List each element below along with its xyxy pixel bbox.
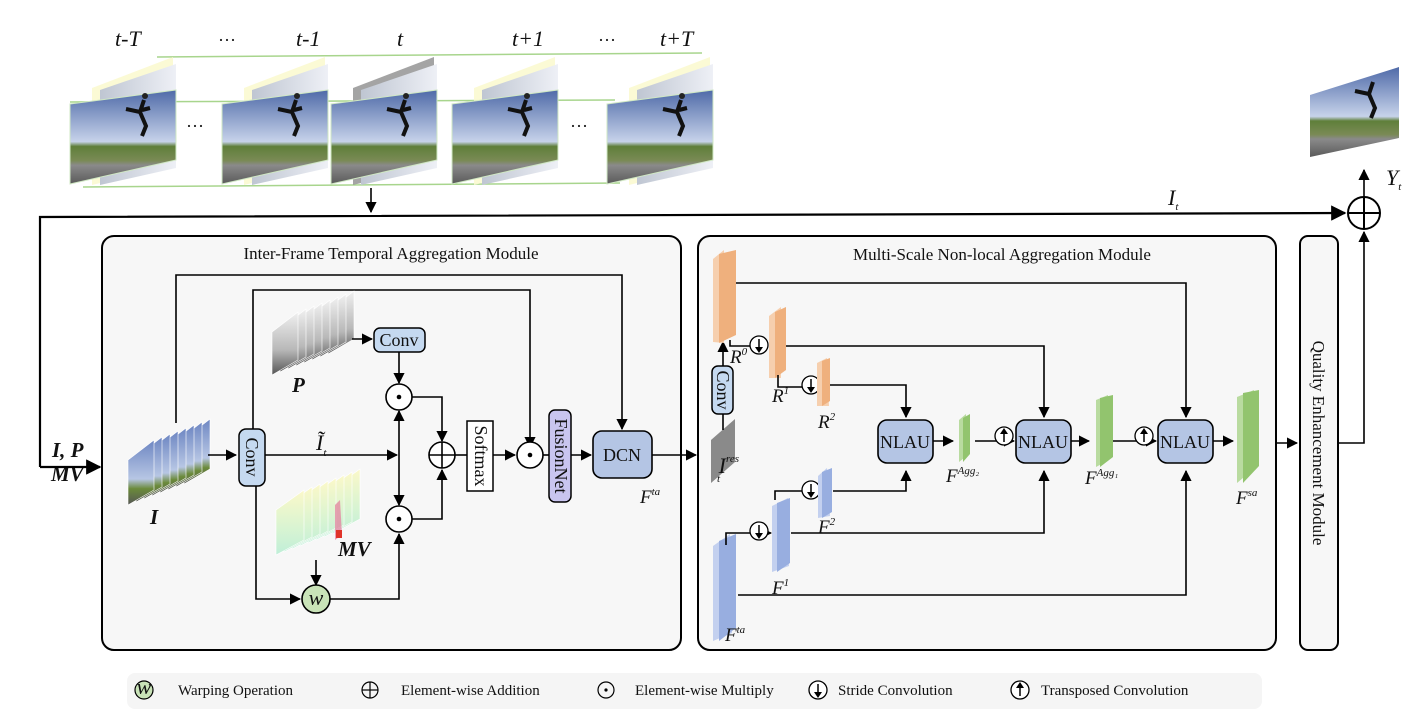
softmax-block[interactable] — [466, 420, 494, 492]
I-frame-stack — [127, 418, 211, 506]
input-label-mv: MV — [50, 462, 86, 486]
nlau-label-3: NLAU — [1160, 432, 1210, 452]
video-frame-4 — [606, 57, 714, 185]
frame-label-dots-2: ··· — [598, 30, 616, 50]
stride-conv-r0 — [749, 335, 769, 355]
legend-item-add: Element-wise Addition — [361, 681, 540, 699]
frame-label-t: t — [397, 26, 404, 51]
fta-feature — [713, 534, 736, 641]
I-label: I — [149, 505, 159, 529]
multiply-op-fusion — [516, 441, 544, 469]
agg2-label: FAgg₂ — [945, 465, 979, 487]
fsa-label: Fsa — [1235, 487, 1258, 509]
multiply-op-top — [385, 383, 413, 411]
legend-warp-glyph: w — [137, 674, 152, 699]
frame-dots-left: ··· — [186, 116, 204, 136]
video-frame-3 — [451, 57, 559, 185]
frame-label-t-minus-1: t-1 — [296, 26, 320, 51]
r0-label: R0 — [729, 346, 748, 368]
frame-sequence: t-T ··· t-1 t t+1 ··· t+T ··· ··· — [69, 26, 714, 188]
addition-op — [428, 441, 456, 469]
fta-label: Fta — [724, 624, 746, 646]
f1-label: F1 — [771, 577, 789, 599]
r0-feature — [713, 250, 736, 343]
skip-connection-line — [38, 205, 1347, 467]
fusionnet-block[interactable] — [548, 409, 572, 503]
msna-conv-label: Conv — [713, 370, 733, 409]
frame-label-t-minus-T: t-T — [115, 26, 142, 51]
legend-item-transposed: Transposed Convolution — [1010, 680, 1189, 700]
agg1-feature — [1096, 395, 1113, 467]
legend-item-warp: w Warping Operation — [134, 674, 294, 700]
qem-title: Quality Enhancement Module — [1309, 341, 1328, 546]
msna-module: Multi-Scale Non-local Aggregation Module… — [697, 235, 1277, 651]
agg2-feature — [959, 414, 970, 462]
transposed-conv-2 — [1134, 426, 1154, 446]
dcn-label: DCN — [603, 445, 641, 465]
P-frame-stack — [271, 290, 355, 376]
fsa-feature — [1237, 390, 1259, 483]
r2-feature — [817, 358, 830, 406]
legend-label-warp: Warping Operation — [178, 683, 294, 699]
ifta-module: Inter-Frame Temporal Aggregation Module … — [101, 235, 698, 651]
ifta-conv-button[interactable] — [238, 428, 266, 487]
I-t-label: It — [1167, 185, 1179, 213]
frame-dots-right: ··· — [570, 116, 588, 136]
f2-feature — [818, 468, 832, 518]
r2-label: R2 — [817, 411, 836, 433]
MV-label: MV — [337, 537, 373, 561]
element-add-icon — [361, 681, 379, 699]
video-frame-0 — [69, 57, 177, 185]
warp-glyph: w — [309, 585, 324, 610]
legend-item-stride: Stride Convolution — [808, 680, 953, 700]
nlau-label-1: NLAU — [880, 432, 930, 452]
agg1-label: FAgg₁ — [1084, 467, 1118, 489]
ifta-output-label: Fta — [639, 486, 661, 508]
fusionnet-label: FusionNet — [551, 418, 571, 493]
nlau-label-2: NLAU — [1018, 432, 1068, 452]
output-frame — [1310, 67, 1399, 157]
legend-label-add: Element-wise Addition — [401, 683, 540, 699]
multiply-op-bottom — [385, 505, 413, 533]
frame-label-t-plus-T: t+T — [660, 26, 695, 51]
f2-label: F2 — [817, 516, 836, 538]
msna-title: Multi-Scale Non-local Aggregation Module — [853, 245, 1151, 264]
legend-label-multiply: Element-wise Multiply — [635, 683, 774, 699]
video-frame-1 — [221, 57, 329, 185]
ifta-title: Inter-Frame Temporal Aggregation Module — [243, 244, 538, 263]
I-tilde-label: Ĩt — [315, 430, 327, 459]
frame-label-dots-1: ··· — [218, 30, 236, 50]
stride-conv-f1 — [801, 480, 821, 500]
frame-label-t-plus-1: t+1 — [512, 26, 544, 51]
residual-feature — [711, 419, 735, 483]
video-frame-2 — [330, 57, 438, 185]
legend: w Warping Operation Element-wise Additio… — [127, 673, 1262, 709]
warp-icon — [134, 680, 154, 700]
softmax-label: Softmax — [471, 426, 491, 487]
r1-feature — [769, 307, 786, 378]
qem-module: Quality Enhancement Module — [1299, 235, 1339, 651]
stride-conv-f0 — [749, 521, 769, 541]
input-label: I, P — [51, 438, 84, 462]
element-multiply-icon — [597, 681, 615, 699]
transposed-conv-1 — [994, 426, 1014, 446]
Y-t-label: Yt — [1386, 165, 1402, 193]
stride-conv-icon — [808, 680, 828, 700]
final-addition-op — [1347, 196, 1381, 230]
ifta-conv-label: Conv — [242, 437, 262, 476]
transposed-conv-icon — [1010, 680, 1030, 700]
legend-label-transposed: Transposed Convolution — [1041, 683, 1189, 699]
MV-frame-stack — [275, 468, 361, 556]
f1-feature — [772, 498, 790, 572]
legend-item-multiply: Element-wise Multiply — [597, 681, 774, 699]
r1-label: R1 — [771, 385, 789, 407]
P-label: P — [291, 373, 305, 397]
p-conv-label: Conv — [379, 330, 418, 350]
legend-label-stride: Stride Convolution — [838, 683, 953, 699]
warp-op: w — [301, 584, 331, 614]
